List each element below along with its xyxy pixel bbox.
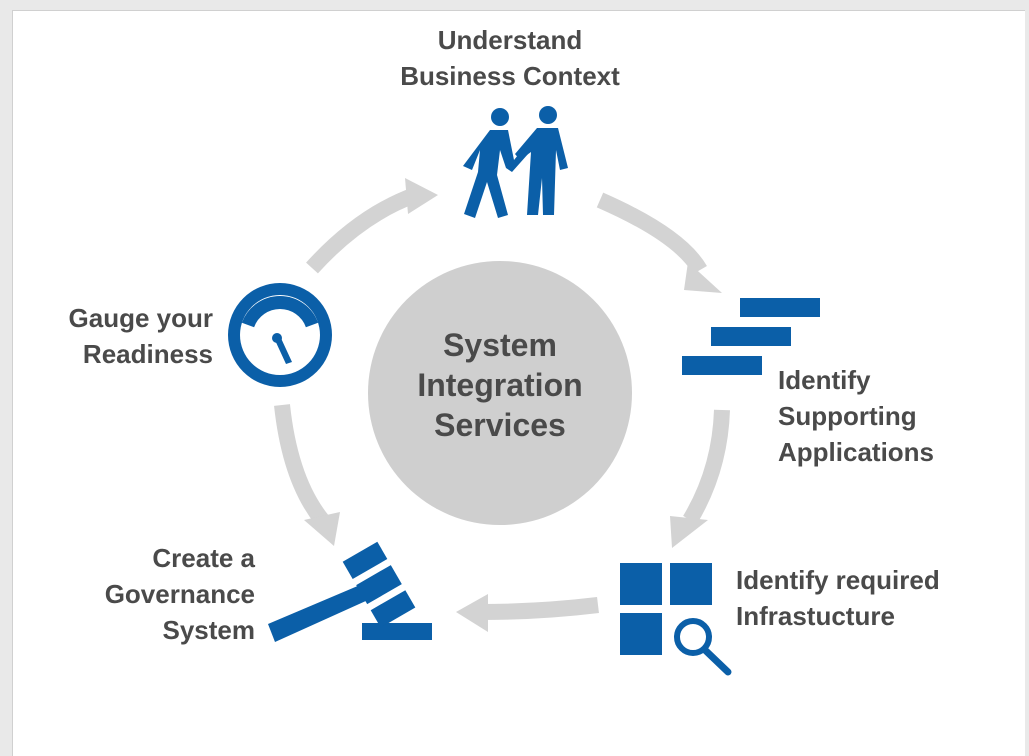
arrow-infrastructure-to-governance — [479, 597, 599, 620]
step-label-readiness: Gauge your Readiness — [68, 303, 213, 369]
arrow-governance-to-readiness — [274, 404, 329, 525]
gavel-icon — [268, 541, 432, 642]
arrowhead-4 — [304, 512, 340, 546]
grid-magnifier-icon — [620, 563, 732, 676]
step-label-supporting-applications: Identify Supporting Applications — [778, 365, 935, 467]
arrowhead-3 — [456, 594, 488, 632]
arrowhead-2 — [670, 516, 708, 548]
stacked-bars-icon — [682, 298, 820, 375]
step-label-understand: Understand Business Context — [400, 25, 620, 91]
arrowhead-1 — [684, 262, 722, 293]
arrow-context-to-applications — [596, 192, 707, 275]
arrowhead-5 — [405, 178, 438, 214]
step-label-infrastructure: Identify required Infrastucture — [736, 565, 940, 631]
gauge-icon — [228, 283, 332, 387]
arrow-readiness-to-context — [306, 187, 418, 274]
center-title: System Integration Services — [417, 327, 583, 443]
center-circle — [368, 261, 632, 525]
handshake-people-icon — [463, 106, 568, 218]
arrow-applications-to-infrastructure — [683, 409, 730, 525]
step-label-governance: Create a Governance System — [104, 543, 255, 645]
